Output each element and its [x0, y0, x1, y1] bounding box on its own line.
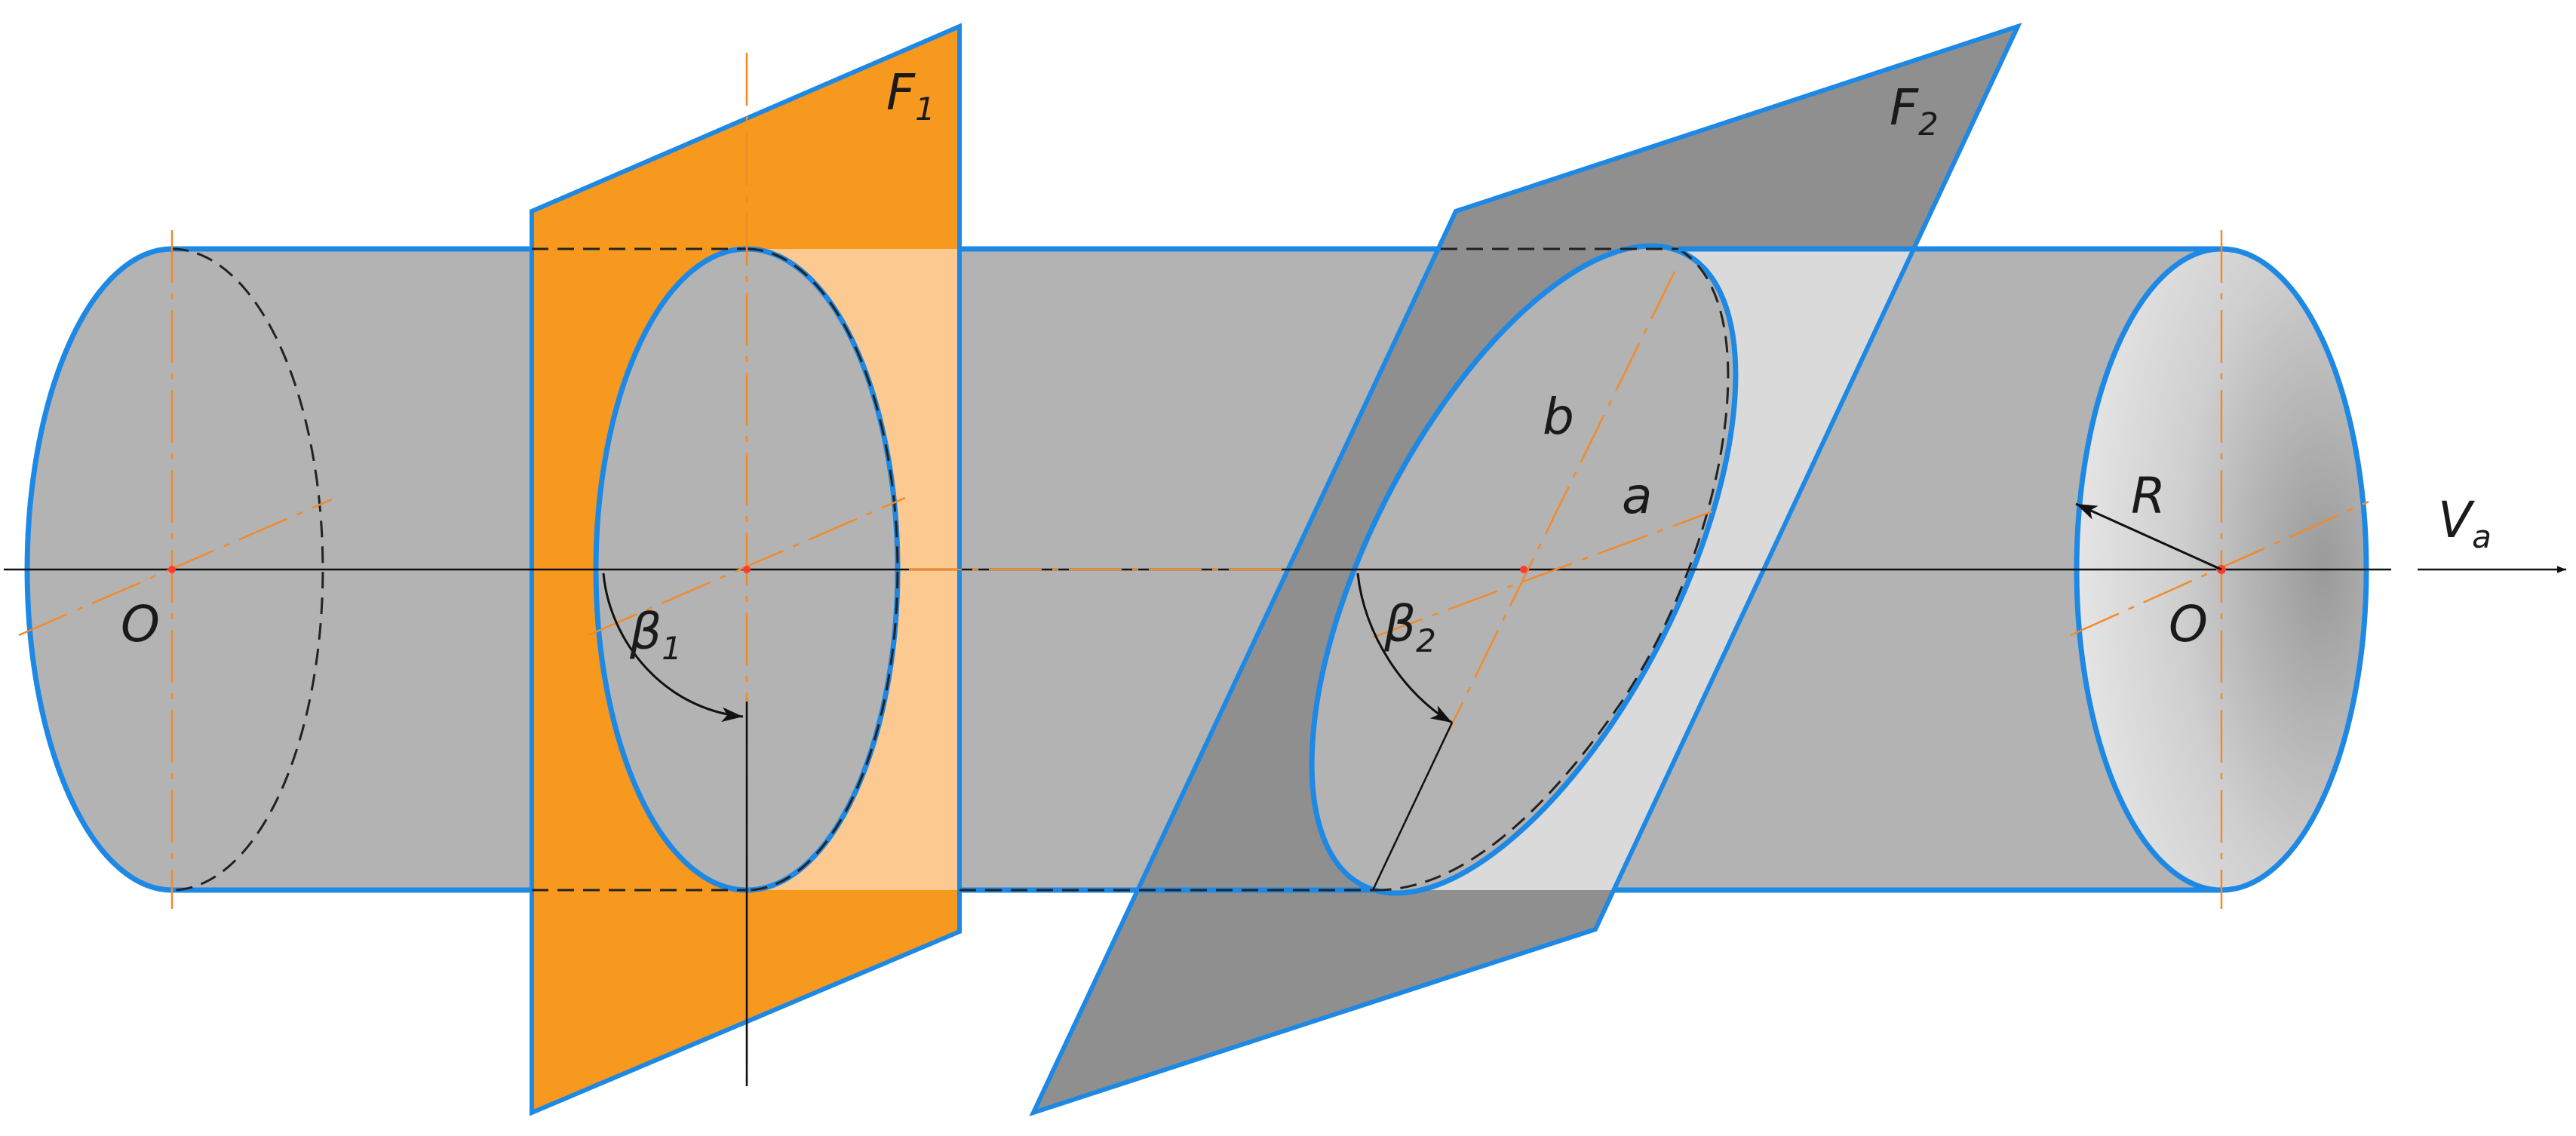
- label-a: a: [1622, 467, 1652, 525]
- angle-arc-beta1: [602, 573, 744, 723]
- label-f2: F2: [1890, 78, 1939, 143]
- label-o-right: O: [2169, 595, 2208, 653]
- label-beta1: β1: [629, 603, 682, 667]
- label-va: Va: [2438, 491, 2492, 555]
- plane-f1-inner-region: [747, 249, 959, 890]
- left-end-hidden-arc: [171, 247, 324, 892]
- cylinder-hidden-generators: [532, 247, 1678, 892]
- label-r: R: [2131, 467, 2166, 525]
- label-f1: F1: [886, 63, 935, 127]
- label-o-left: O: [121, 595, 160, 653]
- center-points: [168, 565, 2226, 574]
- plane-f2-outline: [1029, 22, 2022, 1117]
- plane-f1-outline: [530, 23, 962, 1116]
- label-b: b: [1543, 388, 1574, 446]
- section-ellipse-f2-hidden: [1376, 247, 1730, 892]
- plane-f2-trace-line: [1371, 722, 1454, 891]
- angle-arc-beta2: [1356, 573, 1453, 724]
- label-beta2: β2: [1383, 595, 1436, 659]
- section-ellipse-f1-hidden: [746, 247, 899, 892]
- radius-arrow: [2075, 502, 2222, 571]
